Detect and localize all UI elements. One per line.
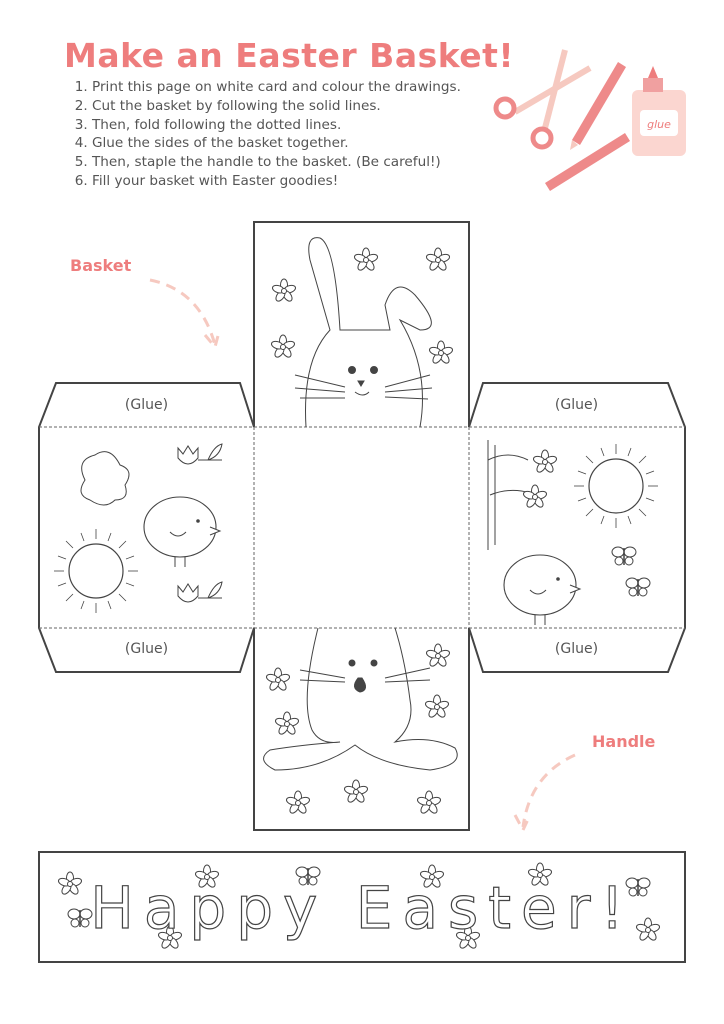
handle-text: Happy Easter! <box>90 874 633 942</box>
handle-label: Handle <box>592 732 656 751</box>
bunny-drawing-top <box>294 237 433 428</box>
page-title: Make an Easter Basket! <box>64 36 514 75</box>
instruction-item: Then, staple the handle to the basket. (… <box>92 153 461 172</box>
instruction-item: Print this page on white card and colour… <box>92 78 461 97</box>
craft-supplies-illustration: glue <box>493 49 686 191</box>
left-panel-drawings <box>53 443 223 614</box>
glue-tab-label: (Glue) <box>124 397 169 413</box>
pencil-icon <box>545 62 630 191</box>
right-panel-drawings <box>487 440 659 626</box>
cut-lines <box>38 221 686 963</box>
instruction-item: Fill your basket with Easter goodies! <box>92 172 461 191</box>
glue-tab-label: (Glue) <box>554 397 599 413</box>
glue-bottle-icon: glue <box>632 66 686 156</box>
fold-lines <box>39 426 685 629</box>
handle-arrow-icon <box>513 753 576 834</box>
instruction-item: Cut the basket by following the solid li… <box>92 97 461 116</box>
glue-bottle-label: glue <box>647 118 671 131</box>
bunny-drawing-bottom <box>263 627 458 771</box>
instruction-item: Then, fold following the dotted lines. <box>92 116 461 135</box>
glue-tab-label: (Glue) <box>124 641 169 657</box>
glue-tab-label: (Glue) <box>554 641 599 657</box>
basket-arrow-icon <box>149 278 221 351</box>
instructions-list: Print this page on white card and colour… <box>70 78 461 191</box>
scissors-icon <box>493 49 592 150</box>
basket-label: Basket <box>70 256 132 275</box>
instruction-item: Glue the sides of the basket together. <box>92 134 461 153</box>
